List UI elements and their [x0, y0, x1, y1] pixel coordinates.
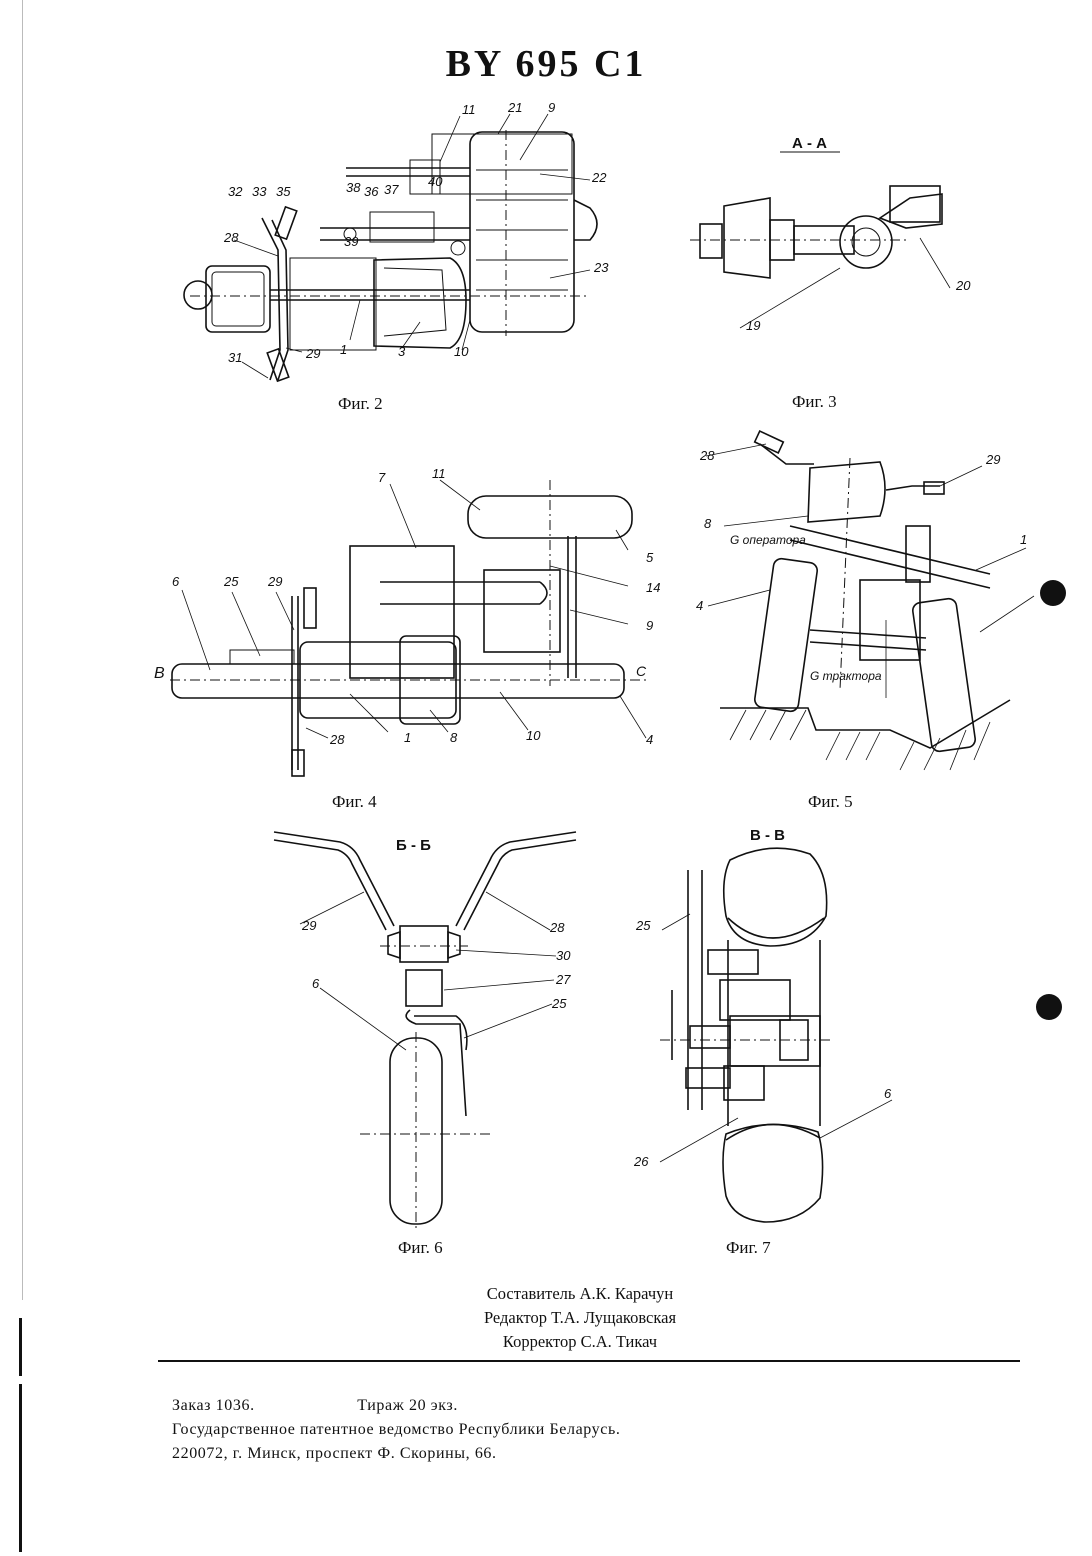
- office-line: Государственное патентное ведомство Респ…: [172, 1418, 620, 1442]
- svg-text:6: 6: [884, 1086, 892, 1101]
- svg-text:1: 1: [340, 342, 347, 357]
- circulation: Тираж 20 экз.: [357, 1397, 458, 1414]
- compiler-line: Составитель А.К. Карачун: [400, 1282, 760, 1306]
- svg-text:40: 40: [428, 174, 443, 189]
- svg-text:1: 1: [1020, 532, 1027, 547]
- document-number: BY 695 C1: [0, 42, 1092, 86]
- svg-text:22: 22: [591, 170, 607, 185]
- corrector-line: Корректор С.А. Тикач: [400, 1330, 760, 1354]
- svg-text:20: 20: [955, 278, 971, 293]
- address-line: 220072, г. Минск, проспект Ф. Скорины, 6…: [172, 1442, 620, 1466]
- svg-text:29: 29: [267, 574, 282, 589]
- svg-text:25: 25: [551, 996, 567, 1011]
- svg-text:7: 7: [378, 470, 386, 485]
- figure-3-caption: Фиг. 3: [792, 392, 837, 412]
- svg-text:36: 36: [364, 184, 379, 199]
- editor-line: Редактор Т.А. Лущаковская: [400, 1306, 760, 1330]
- order-number: Заказ 1036.: [172, 1397, 255, 1414]
- svg-text:39: 39: [344, 234, 358, 249]
- binding-edge-line: [22, 0, 23, 1300]
- figure-7-caption: Фиг. 7: [726, 1238, 771, 1258]
- svg-text:5: 5: [646, 550, 654, 565]
- svg-text:4: 4: [646, 732, 653, 747]
- svg-text:37: 37: [384, 182, 399, 197]
- figure-4-caption: Фиг. 4: [332, 792, 377, 812]
- figure-4-drawing: 7 11 5 14 9 6 25 29 В С 1 8 10 4 28: [150, 460, 670, 780]
- svg-text:38: 38: [346, 180, 361, 195]
- svg-text:31: 31: [228, 350, 242, 365]
- svg-text:25: 25: [223, 574, 239, 589]
- divider-rule: [158, 1360, 1020, 1362]
- figure-7-drawing: В - В 25 6 26: [630, 820, 920, 1230]
- publication-footer: Заказ 1036. Тираж 20 экз. Государственно…: [172, 1394, 620, 1466]
- svg-text:32: 32: [228, 184, 243, 199]
- punch-hole-mark: [1040, 580, 1066, 606]
- svg-text:28: 28: [329, 732, 345, 747]
- svg-text:С: С: [636, 663, 647, 679]
- svg-text:27: 27: [555, 972, 571, 987]
- svg-text:11: 11: [462, 102, 476, 117]
- figure-3-drawing: А - А 19 20: [680, 128, 1000, 348]
- svg-text:28: 28: [223, 230, 239, 245]
- svg-text:6: 6: [172, 574, 180, 589]
- figure-2-drawing: 11 21 9 22 23 40 3836 37 35 33 32 28 39 1 3 10 29 3…: [170, 100, 650, 400]
- svg-text:29: 29: [301, 918, 316, 933]
- svg-text:23: 23: [593, 260, 609, 275]
- svg-text:G трактора: G трактора: [810, 669, 882, 683]
- order-line: Заказ 1036. Тираж 20 экз.: [172, 1394, 620, 1418]
- svg-text:8: 8: [704, 516, 712, 531]
- svg-text:14: 14: [646, 580, 660, 595]
- svg-text:1: 1: [404, 730, 411, 745]
- svg-text:В: В: [154, 665, 165, 682]
- figure-2-caption: Фиг. 2: [338, 394, 383, 414]
- svg-text:29: 29: [985, 452, 1000, 467]
- svg-text:10: 10: [454, 344, 469, 359]
- svg-text:4: 4: [696, 598, 703, 613]
- svg-text:6: 6: [312, 976, 320, 991]
- svg-text:28: 28: [699, 448, 715, 463]
- svg-text:25: 25: [635, 918, 651, 933]
- credits-block: Составитель А.К. Карачун Редактор Т.А. Л…: [400, 1282, 760, 1354]
- svg-text:9: 9: [646, 618, 653, 633]
- binding-edge-mark: [19, 1318, 22, 1376]
- figure-6-drawing: Б - Б 29 28 30 27 25 6: [260, 820, 600, 1230]
- punch-hole-mark: [1036, 994, 1062, 1020]
- svg-text:29: 29: [305, 346, 320, 361]
- svg-text:В - В: В - В: [750, 827, 785, 844]
- svg-text:3: 3: [398, 344, 406, 359]
- svg-text:28: 28: [549, 920, 565, 935]
- svg-text:26: 26: [633, 1154, 649, 1169]
- binding-edge-mark: [19, 1384, 22, 1552]
- svg-text:Б - Б: Б - Б: [396, 837, 431, 854]
- svg-text:А - А: А - А: [792, 135, 827, 152]
- svg-text:10: 10: [526, 728, 541, 743]
- svg-text:35: 35: [276, 184, 291, 199]
- figure-5-drawing: 28 29 8 1 4 G оператора G трактора: [690, 430, 1030, 780]
- svg-text:19: 19: [746, 318, 760, 333]
- svg-text:8: 8: [450, 730, 458, 745]
- svg-text:30: 30: [556, 948, 571, 963]
- figure-6-caption: Фиг. 6: [398, 1238, 443, 1258]
- svg-text:G оператора: G оператора: [730, 533, 806, 547]
- figure-5-caption: Фиг. 5: [808, 792, 853, 812]
- svg-text:21: 21: [507, 100, 522, 115]
- svg-text:33: 33: [252, 184, 267, 199]
- svg-text:9: 9: [548, 100, 555, 115]
- svg-text:11: 11: [432, 466, 446, 481]
